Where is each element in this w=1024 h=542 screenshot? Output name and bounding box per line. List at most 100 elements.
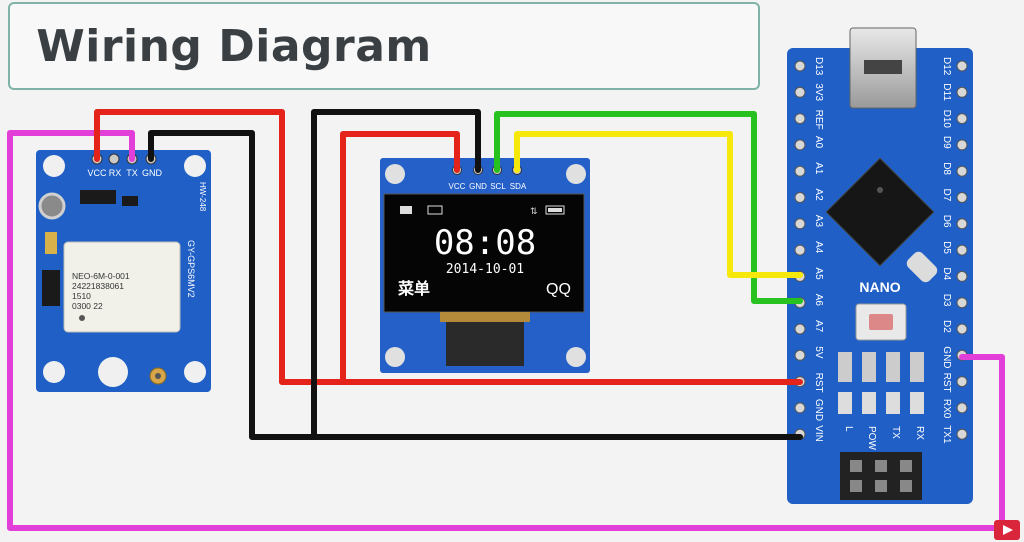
play-icon: [1003, 525, 1013, 535]
mount-hole-icon: [184, 361, 206, 383]
nano-pin-hole: [956, 139, 968, 151]
nano-right-pin-label: D9: [941, 136, 952, 149]
gps-pin-vcc: VCC: [87, 168, 107, 178]
crystal: [906, 251, 938, 283]
nano-pin-hole: [956, 402, 968, 414]
nano-pin-hole: [956, 86, 968, 98]
nano-pin-hole: [956, 428, 968, 440]
nano-pin-hole: [794, 113, 806, 125]
nano-left-pin-label: D13: [813, 57, 824, 76]
oled-app: QQ: [546, 281, 571, 298]
wire-red-oled-vcc: [340, 131, 460, 385]
mount-hole-icon: [385, 164, 405, 184]
module-line-2: 24221838061: [72, 281, 124, 291]
capacitor: [45, 232, 57, 254]
title-banner: Wiring Diagram: [8, 2, 760, 90]
nano-right-pin-label: D10: [941, 110, 952, 129]
nano-pin-hole: [794, 86, 806, 98]
led-label-rx: RX: [914, 426, 925, 440]
nano-right-pin-label: D3: [941, 294, 952, 307]
nano-left-pin-label: A1: [813, 162, 824, 175]
led-row: [838, 352, 924, 414]
nano-right-pin-label: D8: [941, 162, 952, 175]
nano-pin-hole: [794, 323, 806, 335]
nano-left-pin-label: 5V: [813, 346, 824, 359]
mcu-chip: [825, 157, 935, 267]
mail-icon: [427, 205, 443, 215]
nano-pin-hole: [956, 218, 968, 230]
module-line-4: 0300 22: [72, 301, 103, 311]
nano-pin-hole: [794, 60, 806, 72]
wire-green-scl-a5: [494, 111, 803, 304]
mount-hole-icon: [566, 347, 586, 367]
oled-date: 2014-10-01: [446, 262, 524, 277]
nano-label: NANO: [859, 279, 900, 295]
mount-hole-icon: [566, 164, 586, 184]
oled-display: VCC GND SCL SDA ⇅ 08:08 2014-10-01 菜单 QQ: [380, 158, 590, 373]
wire-black-gps-gnd: [148, 130, 803, 440]
neo6m-module: [63, 241, 181, 333]
arduino-nano: NANO L POW TX RX: [787, 27, 973, 504]
nano-right-pin-label: D6: [941, 215, 952, 228]
nano-left-pin-label: A5: [813, 267, 824, 280]
nano-pin-hole: [956, 165, 968, 177]
nano-left-pin-label: A3: [813, 215, 824, 228]
nano-left-pin-label: A6: [813, 294, 824, 307]
gps-module: VCC RX TX GND NEO-6M-0-001 24221838061 1…: [36, 150, 211, 392]
nano-pin-hole: [794, 218, 806, 230]
wire-yellow-sda-a4: [514, 131, 803, 278]
nano-pin-hole: [956, 376, 968, 388]
nano-pin-hole: [956, 323, 968, 335]
nano-right-pin-label: D2: [941, 320, 952, 333]
channel-logo: [994, 520, 1020, 540]
nano-left-pin-label: A0: [813, 136, 824, 149]
battery-level-icon: [545, 205, 565, 215]
reset-button-cap: [869, 314, 893, 330]
oled-menu: 菜单: [397, 279, 430, 298]
nano-left-pin-label: REF: [813, 110, 824, 130]
nano-right-pin-label: RX0: [941, 399, 952, 419]
nano-pin-hole: [956, 113, 968, 125]
nano-pin-hole: [956, 60, 968, 72]
gps-pin-tx: TX: [126, 168, 138, 178]
ribbon-connector: [446, 322, 524, 366]
battery-icon: [38, 192, 66, 220]
gps-side-label: GY-GPS6MV2: [186, 240, 196, 298]
oled-time: 08:08: [434, 223, 536, 263]
nano-left-pin-label: A4: [813, 241, 824, 254]
gps-pin-gnd: GND: [142, 168, 163, 178]
nano-left-pin-label: 3V3: [813, 83, 824, 101]
led-label-tx: TX: [890, 426, 901, 439]
gps-board-id: HW-248: [198, 182, 207, 212]
nano-pin-hole: [956, 244, 968, 256]
gps-pin-rx: RX: [109, 168, 122, 178]
signal-icon: [400, 206, 412, 214]
nano-right-pin-label: D11: [941, 83, 952, 101]
oled-pin-sda: SDA: [510, 182, 527, 191]
chip-small: [80, 190, 116, 204]
nano-right-pin-label: D4: [941, 267, 952, 280]
nano-pin-hole: [794, 139, 806, 151]
mount-hole-icon: [184, 155, 206, 177]
module-line-1: NEO-6M-0-001: [72, 271, 130, 281]
nano-right-pin-label: D12: [941, 57, 952, 76]
oled-pin-gnd: GND: [469, 182, 487, 191]
led-label-pow: POW: [866, 426, 877, 450]
oled-pin-vcc: VCC: [449, 182, 466, 191]
mount-hole-icon: [98, 357, 128, 387]
icsp-header: [840, 452, 922, 500]
wires: [7, 109, 1005, 531]
nano-pin-hole: [794, 192, 806, 203]
wire-black-oled-gnd: [311, 109, 481, 440]
regulator: [42, 270, 60, 306]
nano-right-pin-label: GND: [941, 346, 952, 368]
nano-left-pin-label: A2: [813, 189, 824, 202]
mount-hole-icon: [43, 361, 65, 383]
nano-pin-hole: [956, 297, 968, 309]
sync-icon: ⇅: [530, 206, 538, 216]
nano-right-pin-label: RST: [941, 373, 952, 393]
